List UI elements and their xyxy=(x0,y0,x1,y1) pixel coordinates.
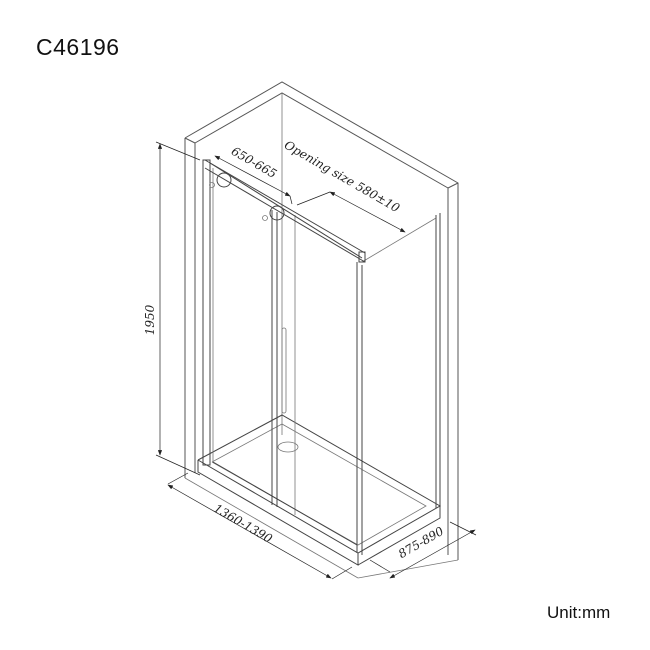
roller-right xyxy=(269,205,285,221)
depth-label: 875-890 xyxy=(396,524,446,561)
height-label: 1950 xyxy=(143,304,157,335)
door-panel-label: 650-665 xyxy=(229,144,279,181)
model-code: C46196 xyxy=(36,34,120,60)
shower-tray xyxy=(184,414,459,579)
width-label: 1360-1390 xyxy=(211,501,275,546)
dimension-depth: 875-890 xyxy=(369,521,477,579)
dimension-height: 1950 xyxy=(143,141,201,476)
unit-label: Unit:mm xyxy=(547,603,611,622)
walls xyxy=(184,81,459,560)
dimension-opening: Opening size 580±10 xyxy=(282,138,406,233)
roller-left xyxy=(216,172,232,188)
